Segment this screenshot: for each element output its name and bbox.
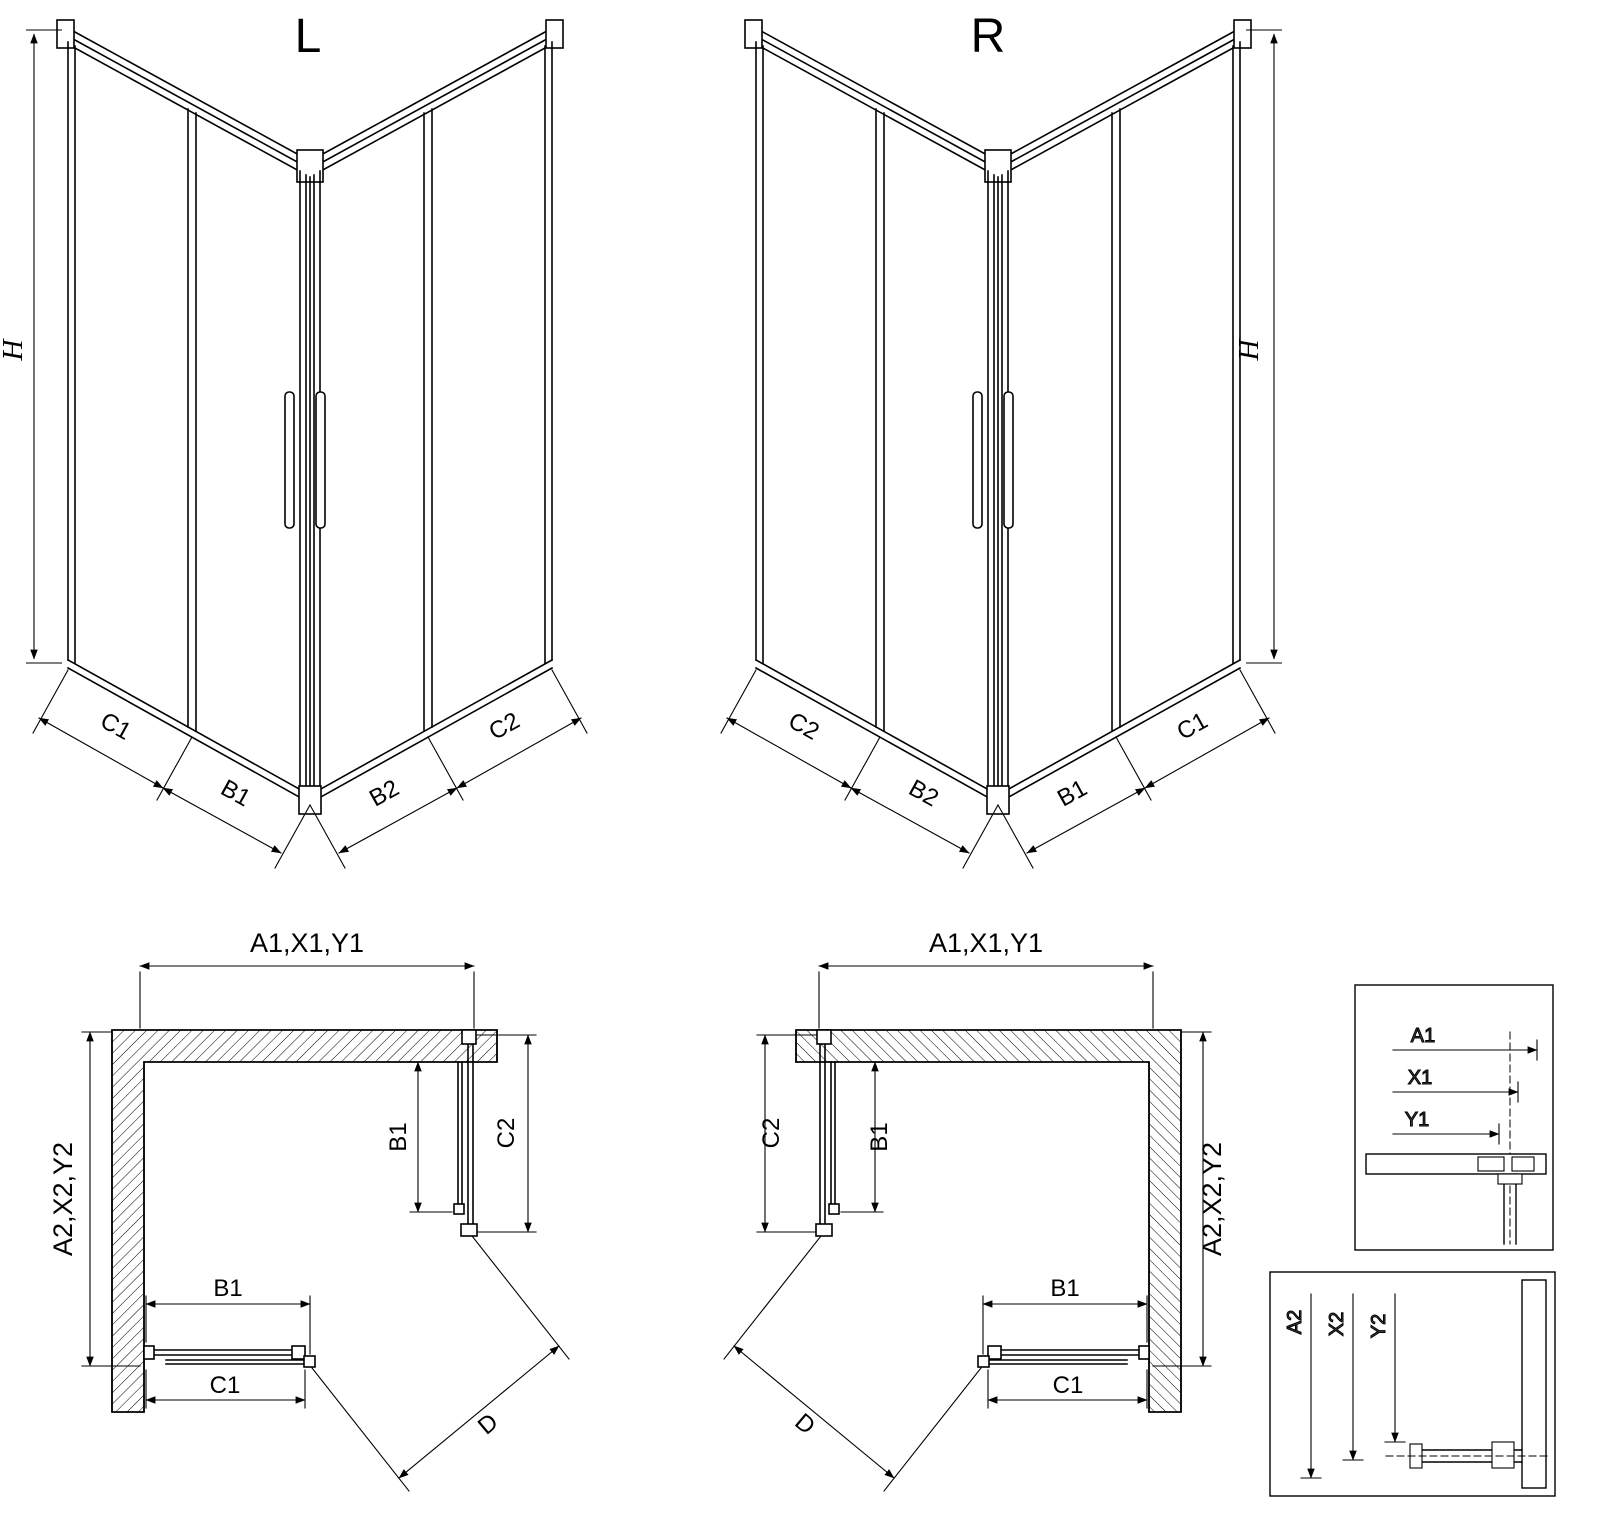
dim-label-c2-plan-right: C2 — [758, 1118, 785, 1149]
dim-label-b1-floor-plan-left: B1 — [213, 1275, 242, 1302]
dim-label-b1-wall-plan-left: B1 — [385, 1122, 412, 1151]
dim-label-c2-plan-left: C2 — [493, 1118, 520, 1149]
plan-view-left: A1,X1,Y1 A2,X2,Y2 B1 C2 B1 C1 D — [48, 928, 569, 1491]
plan-view-right: A1,X1,Y1 A2,X2,Y2 B1 C2 B1 C1 D — [724, 928, 1227, 1491]
dim-label-x2-detail: X2 — [1326, 1312, 1348, 1336]
dim-label-b1-iso-right: B1 — [1053, 775, 1092, 813]
h-dimension-right — [1246, 29, 1282, 664]
dim-label-a2x2y2-plan-right: A2,X2,Y2 — [1197, 1142, 1227, 1256]
detail-view-vertical: A2 X2 Y2 — [1269, 1271, 1556, 1497]
dim-label-a1-detail: A1 — [1411, 1025, 1435, 1047]
dim-label-c1-iso-left: C1 — [96, 707, 136, 745]
dim-label-a2x2y2-plan-left: A2,X2,Y2 — [48, 1142, 78, 1256]
dim-label-h-left: H — [0, 337, 29, 361]
variant-label-right: R — [971, 10, 1006, 63]
detail-view-horizontal: A1 X1 Y1 — [1354, 984, 1554, 1251]
dim-label-a1x1y1-plan-left: A1,X1,Y1 — [250, 928, 364, 958]
dim-label-c2-iso-left: C2 — [484, 707, 524, 745]
h-dimension-left — [26, 29, 62, 664]
dim-label-b1-wall-plan-right: B1 — [866, 1122, 893, 1151]
dim-label-c2-iso-right: C2 — [784, 707, 824, 745]
dim-label-y2-detail: Y2 — [1368, 1314, 1390, 1338]
dim-label-c1-iso-right: C1 — [1172, 707, 1212, 745]
plan-line-art-right — [724, 966, 1211, 1491]
variant-label-left: L — [295, 10, 322, 63]
plan-line-art-left — [82, 966, 569, 1491]
dim-label-a2-detail: A2 — [1284, 1310, 1306, 1334]
dim-label-b1-floor-plan-right: B1 — [1050, 1275, 1079, 1302]
dim-label-b1-iso-left: B1 — [216, 775, 255, 813]
dim-label-b2-iso-left: B2 — [365, 775, 404, 813]
dim-label-a1x1y1-plan-right: A1,X1,Y1 — [929, 928, 1043, 958]
dim-label-c1-plan-right: C1 — [1053, 1372, 1084, 1399]
iso-view-right: R H C2 B2 B1 C1 — [721, 10, 1282, 868]
dim-label-h-right: H — [1233, 337, 1265, 361]
dim-label-x1-detail: X1 — [1408, 1067, 1432, 1089]
dim-label-b2-iso-right: B2 — [904, 775, 943, 813]
iso-view-left: L H C1 B1 B2 C2 — [0, 10, 587, 868]
dim-label-y1-detail: Y1 — [1405, 1109, 1429, 1131]
dim-label-c1-plan-left: C1 — [210, 1372, 241, 1399]
